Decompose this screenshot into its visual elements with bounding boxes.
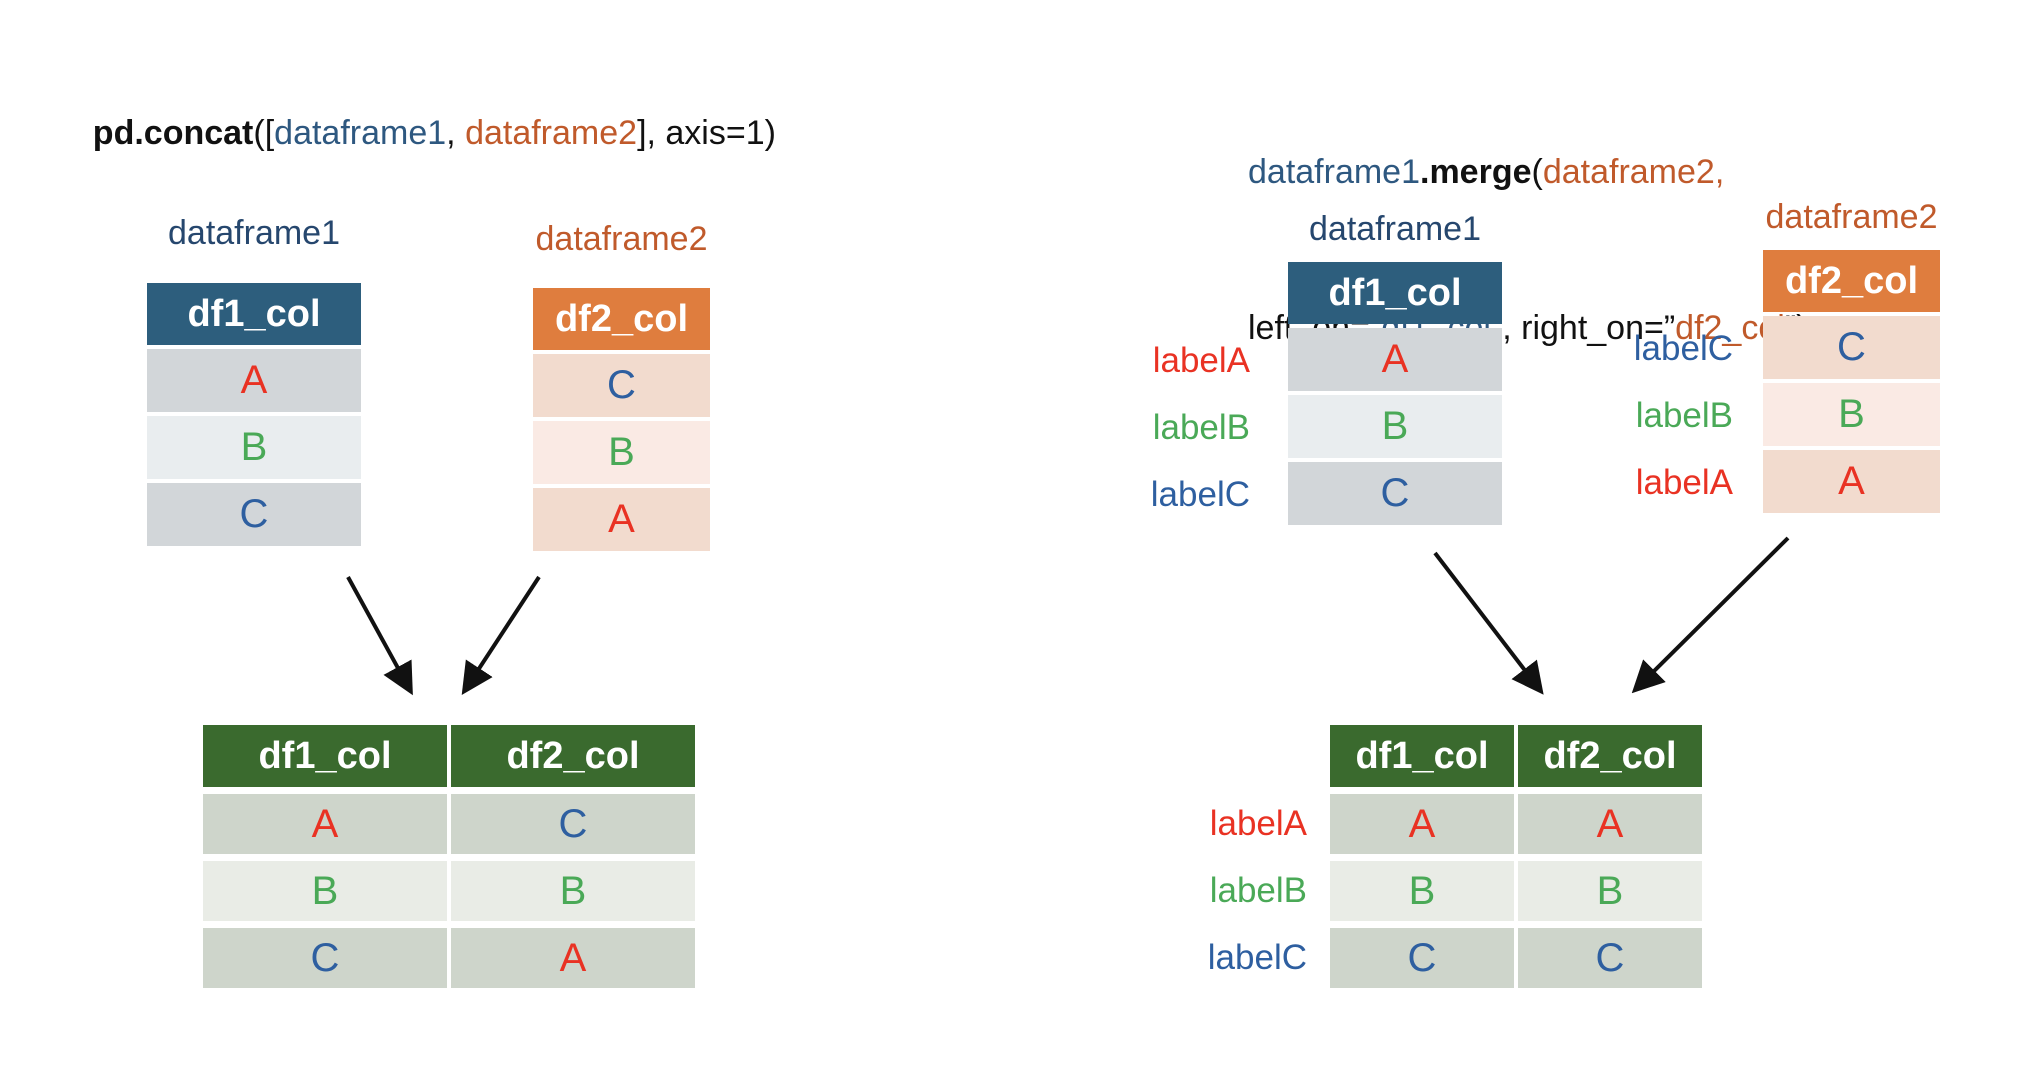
table-cell: A — [147, 349, 361, 412]
table-cell: C — [1288, 462, 1502, 525]
column-header: df1_col — [203, 725, 447, 787]
row-label: labelB — [1635, 396, 1733, 435]
code-segment: , — [446, 114, 466, 152]
table-cell: B — [1518, 861, 1702, 921]
column-header: df2_col — [533, 288, 710, 350]
table-cell: C — [1330, 928, 1514, 988]
left-dataframe2-title: dataframe2 — [535, 220, 708, 258]
code-segment: ([ — [253, 114, 275, 152]
merge-code-line-1: dataframe1.merge(dataframe2, — [1248, 146, 1807, 198]
table-cell: A — [1763, 450, 1940, 513]
table-cell: B — [1763, 383, 1940, 446]
table-cell: A — [1330, 794, 1514, 854]
code-segment: dataframe1 — [1248, 153, 1420, 191]
table-cell: C — [1763, 316, 1940, 379]
table-cell: B — [533, 421, 710, 484]
table-cell: A — [1288, 328, 1502, 391]
column-header: df1_col — [1288, 262, 1502, 324]
right-dataframe1-table: df1_col A B C — [1288, 262, 1502, 525]
right-dataframe2-table: df2_col C B A — [1763, 250, 1940, 513]
column-header: df1_col — [147, 283, 361, 345]
table-cell: C — [533, 354, 710, 417]
table-cell: C — [1518, 928, 1702, 988]
table-cell: C — [203, 928, 447, 988]
column-header: df1_col — [1330, 725, 1514, 787]
table-cell: A — [533, 488, 710, 551]
row-label: labelA — [1635, 463, 1733, 502]
arrow-left-df1-to-result — [346, 576, 413, 696]
row-label: labelC — [1633, 329, 1733, 368]
left-dataframe1-title: dataframe1 — [168, 214, 340, 252]
code-segment: dataframe1 — [274, 114, 447, 152]
row-label: labelC — [1207, 938, 1307, 977]
code-segment: ( — [1531, 153, 1543, 191]
arrow-right-df2-to-result — [1631, 536, 1790, 694]
arrow-right-df1-to-result — [1433, 551, 1544, 695]
row-label: labelB — [1209, 871, 1307, 910]
right-dataframe2-title: dataframe2 — [1765, 198, 1938, 236]
table-cell: B — [451, 861, 695, 921]
right-dataframe1-title: dataframe1 — [1309, 210, 1481, 248]
table-cell: B — [203, 861, 447, 921]
left-dataframe2-table: df2_col C B A — [533, 288, 710, 551]
code-segment: dataframe2 — [465, 114, 638, 152]
table-cell: B — [147, 416, 361, 479]
table-cell: A — [203, 794, 447, 854]
table-cell: A — [1518, 794, 1702, 854]
code-segment: pd.concat — [92, 114, 254, 152]
arrow-left-df2-to-result — [461, 575, 541, 696]
table-cell: A — [451, 928, 695, 988]
row-label: labelA — [1152, 341, 1250, 380]
column-header: df2_col — [1518, 725, 1702, 787]
left-dataframe1-table: df1_col A B C — [147, 283, 361, 546]
row-label: labelA — [1209, 804, 1307, 843]
table-cell: B — [1330, 861, 1514, 921]
merge-result-table: df1_col df2_col A A B B C C — [1330, 725, 1702, 988]
table-cell: B — [1288, 395, 1502, 458]
table-cell: C — [147, 483, 361, 546]
code-segment: .merge — [1420, 153, 1532, 191]
code-segment: ], axis=1) — [637, 114, 776, 152]
table-cell: C — [451, 794, 695, 854]
row-label: labelC — [1150, 475, 1250, 514]
code-segment: dataframe2, — [1542, 153, 1725, 191]
row-label: labelB — [1152, 408, 1250, 447]
concat-code-line: pd.concat([dataframe1, dataframe2], axis… — [55, 55, 776, 211]
column-header: df2_col — [451, 725, 695, 787]
column-header: df2_col — [1763, 250, 1940, 312]
concat-result-table: df1_col df2_col A C B B C A — [203, 725, 695, 988]
